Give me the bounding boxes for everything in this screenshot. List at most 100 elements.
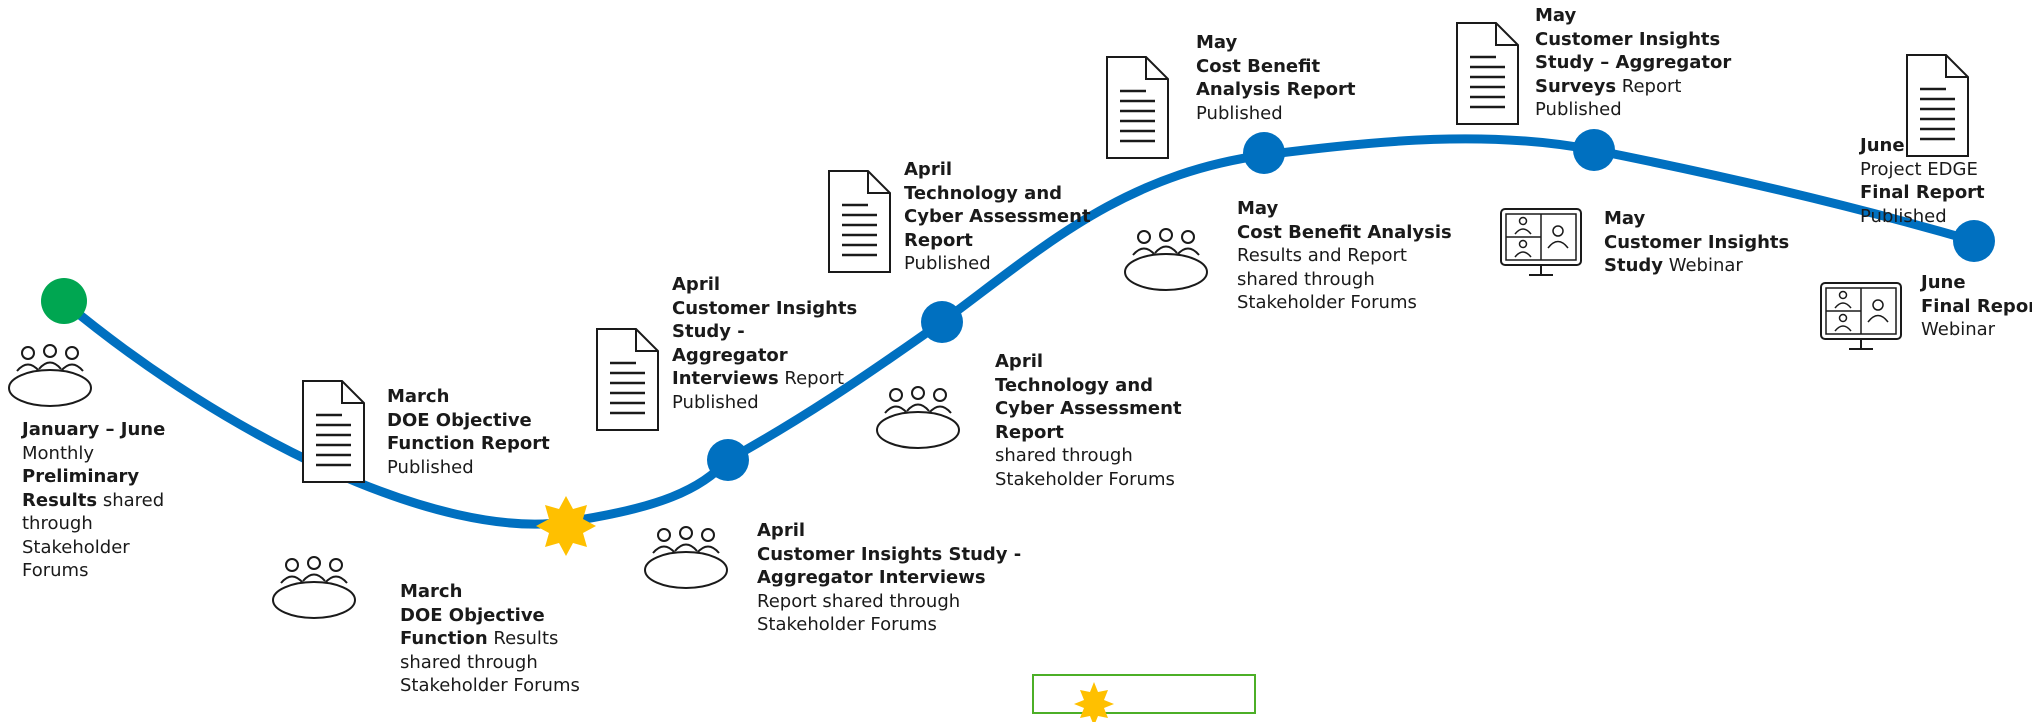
event-may-cba-report: May Cost Benefit Analysis Report Publish…	[1196, 31, 1355, 125]
event-status: Published	[1196, 102, 1283, 124]
event-date: May	[1604, 208, 1646, 229]
event-text-line: Results shared	[22, 489, 165, 513]
event-march-forum: March DOE Objective Function Results sha…	[400, 580, 580, 698]
event-title: Cyber Assessment	[904, 206, 1091, 227]
webinar-screen-icon	[1820, 282, 1902, 350]
event-march-report: March DOE Objective Function Report Publ…	[387, 385, 550, 479]
event-title: Preliminary	[22, 466, 140, 487]
event-date: April	[904, 159, 953, 180]
event-title: Analysis Report	[1196, 79, 1356, 100]
event-status: Published	[1860, 205, 1947, 227]
event-text-line: Study Webinar	[1604, 254, 1789, 278]
star-icon	[1074, 682, 1114, 722]
event-title: Customer Insights	[1604, 231, 1790, 253]
event-title: Final Report	[1921, 295, 2032, 317]
event-title: Cost Benefit Analysis	[1237, 221, 1452, 243]
event-title: Surveys	[1535, 75, 1617, 97]
event-title: Function Report	[387, 433, 550, 454]
event-may-cis-report: May Customer Insights Study – Aggregator…	[1535, 4, 1731, 122]
event-may-cis-webinar: May Customer Insights Study Webinar	[1604, 207, 1789, 278]
timeline-diagram	[8, 21, 1995, 619]
meeting-table-icon	[1124, 228, 1208, 291]
event-title: Aggregator Interviews	[757, 567, 986, 588]
webinar-screen-icon	[1500, 208, 1582, 276]
event-status: Published	[904, 253, 991, 274]
event-june-webinar: June Final Report Webinar	[1921, 271, 2032, 342]
star-icon	[536, 496, 596, 556]
event-may-cba-forum: May Cost Benefit Analysis Results and Re…	[1237, 197, 1452, 315]
event-title: Customer Insights	[672, 297, 858, 319]
legend-box	[1032, 674, 1256, 722]
event-title: Final Report	[1860, 182, 1985, 203]
start-dot	[41, 278, 87, 324]
event-text: shared through	[1237, 268, 1375, 290]
event-text: shared through	[995, 445, 1133, 466]
document-icon	[1455, 21, 1520, 126]
milestone-dot-june	[1953, 220, 1995, 262]
event-status: Published	[672, 391, 759, 413]
event-title: Report	[904, 229, 973, 251]
milestone-dot-may-cba	[1243, 132, 1285, 174]
milestone-dot-may-cis	[1573, 129, 1615, 171]
document-icon	[827, 169, 892, 274]
event-title: Customer Insights Study -	[757, 543, 1022, 565]
event-june-report: June Project EDGE Final Report Published	[1860, 134, 1985, 228]
event-text: Stakeholder Forums	[400, 675, 580, 696]
event-date: April	[995, 351, 1044, 372]
event-text: Stakeholder Forums	[995, 468, 1175, 490]
event-text: Stakeholder Forums	[1237, 292, 1417, 313]
event-date: June	[1921, 272, 1966, 293]
event-text: Monthly	[22, 442, 95, 464]
event-april-tca-forum: April Technology and Cyber Assessment Re…	[995, 350, 1182, 491]
event-text: shared through	[400, 651, 538, 673]
event-title: Study	[1604, 255, 1664, 276]
event-text: through	[22, 513, 93, 534]
document-icon	[301, 379, 366, 484]
event-date: April	[757, 520, 806, 541]
meeting-table-icon	[876, 386, 960, 449]
event-status: Published	[1535, 99, 1622, 120]
event-text: Forums	[22, 560, 89, 581]
meeting-table-icon	[644, 526, 728, 589]
event-title: Interviews	[672, 368, 779, 389]
event-date: May	[1535, 5, 1577, 26]
event-jan-june-forums: January – June Monthly Preliminary Resul…	[22, 418, 165, 583]
event-title: DOE Objective	[400, 604, 545, 626]
meeting-table-icon	[8, 344, 92, 407]
event-title: Aggregator	[672, 344, 788, 366]
event-title: DOE Objective	[387, 409, 532, 431]
event-date: March	[400, 581, 463, 602]
event-title: Study – Aggregator	[1535, 52, 1732, 73]
event-text-line: Function Results	[400, 627, 580, 651]
event-date: April	[672, 274, 721, 295]
document-icon	[1105, 55, 1170, 160]
event-text: Project EDGE	[1860, 158, 1978, 180]
event-date: June	[1860, 135, 1905, 156]
event-text: Stakeholder	[22, 536, 130, 558]
event-date: January – June	[22, 419, 166, 440]
event-text-line: Interviews Report	[672, 367, 857, 391]
event-status: Published	[387, 456, 474, 478]
event-date: March	[387, 386, 450, 407]
event-title: Cyber Assessment	[995, 398, 1182, 419]
event-title: Study -	[672, 321, 745, 342]
milestone-dot-april-cis	[707, 439, 749, 481]
event-title: Technology and	[995, 374, 1154, 396]
event-april-tca-report: April Technology and Cyber Assessment Re…	[904, 158, 1091, 276]
event-text: Results	[487, 628, 559, 649]
document-icon	[595, 327, 660, 432]
event-date: May	[1237, 198, 1279, 219]
event-title: Cost Benefit	[1196, 55, 1321, 77]
event-title: Technology and	[904, 182, 1063, 204]
event-date: May	[1196, 32, 1238, 53]
milestone-dot-april-tca	[921, 301, 963, 343]
event-text: Results and Report	[1237, 245, 1407, 266]
event-title: Function	[400, 628, 488, 649]
event-text: Report	[1616, 75, 1682, 97]
event-title: Report	[995, 421, 1064, 443]
event-title: Results	[22, 489, 98, 511]
event-text: Stakeholder Forums	[757, 614, 937, 635]
meeting-table-icon	[272, 556, 356, 619]
event-text: Report	[778, 368, 845, 389]
event-april-cis-forum: April Customer Insights Study - Aggregat…	[757, 519, 1021, 637]
